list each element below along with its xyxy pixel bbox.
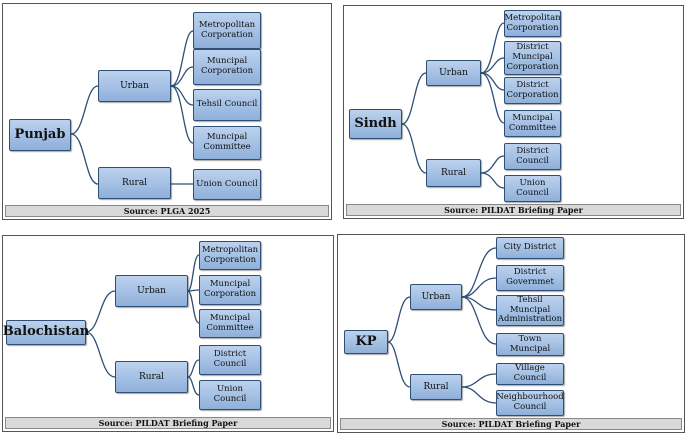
diagram-panel-balochistan: Balochistan Urban Rural Metropolitan Cor… [2, 235, 334, 432]
leaf-node: District Governmet [496, 265, 564, 291]
branch-node-urban: Urban [410, 284, 462, 310]
branch-node-rural: Rural [410, 374, 462, 400]
leaf-node: Neighbourhood Council [496, 390, 564, 416]
leaf-node: Metropolitan Corporation [504, 10, 561, 37]
source-caption: Source: PILDAT Briefing Paper [5, 417, 331, 429]
branch-node-rural: Rural [98, 167, 171, 199]
leaf-node: Muncipal Corporation [193, 49, 261, 85]
diagram-panel-kp: KP Urban Rural City District District Go… [337, 234, 685, 433]
leaf-node: District Council [504, 143, 561, 170]
connector-lines [401, 22, 505, 189]
source-caption: Source: PILDAT Briefing Paper [346, 204, 681, 216]
leaf-node: Union Council [199, 380, 261, 410]
leaf-node: Town Muncipal [496, 333, 564, 356]
root-node-balochistan: Balochistan [3, 320, 89, 345]
leaf-node: Tehsil Muncipal Administration [496, 294, 564, 326]
root-node-kp: KP [344, 330, 388, 354]
leaf-node: Muncipal Committee [193, 126, 261, 160]
source-caption: Source: PLGA 2025 [5, 205, 329, 217]
branch-node-urban: Urban [98, 70, 171, 102]
branch-node-urban: Urban [115, 275, 188, 307]
leaf-node: Muncipal Corporation [199, 275, 261, 305]
leaf-node: District Council [199, 345, 261, 375]
leaf-node: City District [496, 237, 564, 259]
connector-lines [70, 30, 194, 185]
branch-node-rural: Rural [115, 361, 188, 393]
source-caption: Source: PILDAT Briefing Paper [340, 418, 682, 430]
leaf-node: Village Council [496, 363, 564, 385]
leaf-node: District Muncipal Corporation [504, 41, 561, 75]
root-node-sindh: Sindh [349, 109, 402, 139]
leaf-node: Tehsil Council [193, 89, 261, 121]
connector-lines [387, 247, 497, 404]
leaf-node: Metropolitan Corporation [193, 12, 261, 49]
connector-lines [85, 254, 200, 396]
diagram-panel-punjab: Punjab Urban Rural Metropolitan Corporat… [2, 3, 332, 220]
leaf-node: District Corporation [504, 77, 561, 104]
leaf-node: Union Council [193, 169, 261, 200]
leaf-node: Muncipal Committee [504, 110, 561, 137]
leaf-node: Union Council [504, 175, 561, 202]
root-node-punjab: Punjab [9, 119, 71, 151]
leaf-node: Metropolitan Corporation [199, 241, 261, 270]
leaf-node: Muncipal Committee [199, 309, 261, 338]
diagram-panel-sindh: Sindh Urban Rural Metropolitan Corporati… [343, 5, 684, 219]
branch-node-urban: Urban [426, 60, 481, 86]
branch-node-rural: Rural [426, 159, 481, 187]
